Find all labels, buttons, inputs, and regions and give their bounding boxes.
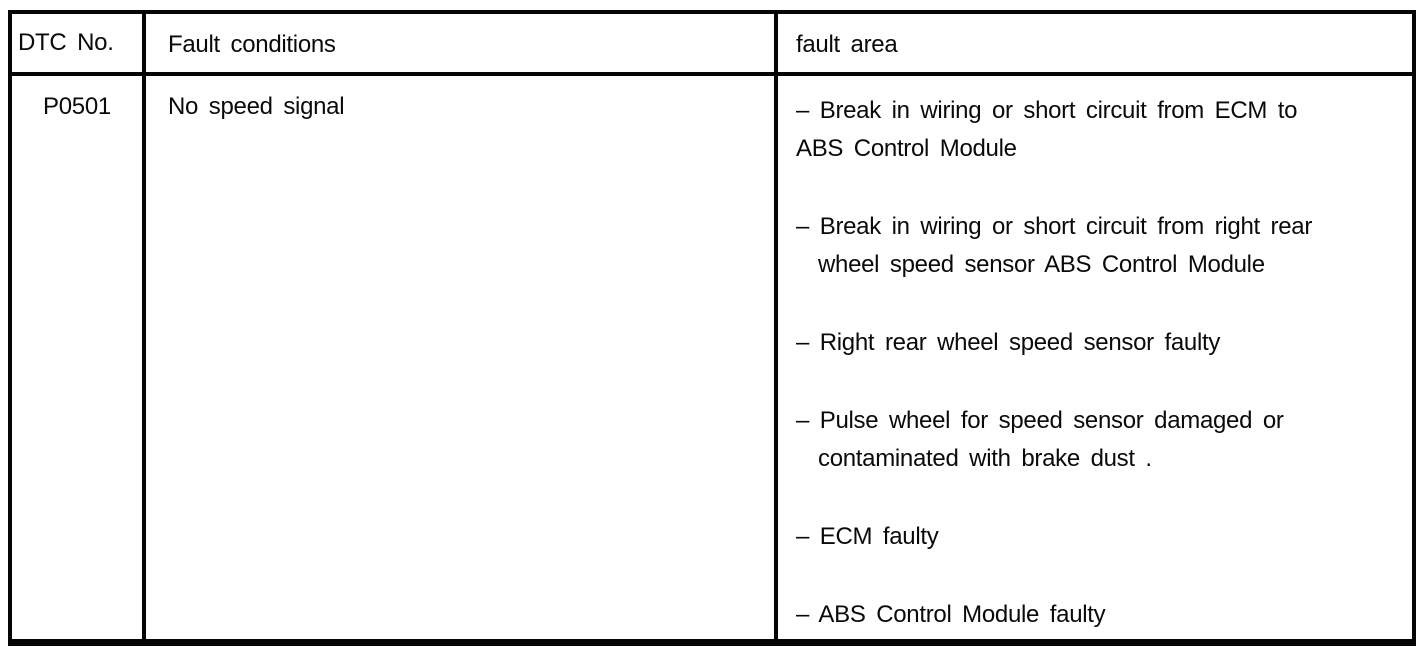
fault-area-line: – Pulse wheel for speed sensor damaged o… (796, 407, 1284, 434)
fault-area-line: contaminated with brake dust . (818, 445, 1152, 472)
fault-area-item: – ABS Control Module faulty (796, 596, 1400, 634)
fault-area-line: – ABS Control Module faulty (796, 601, 1106, 628)
fault-area-line: – Break in wiring or short circuit from … (796, 213, 1313, 240)
table-row: P0501 No speed signal – Break in wiring … (8, 72, 1416, 646)
column-header-fault-area: fault area (774, 10, 1416, 76)
fault-area-line: ABS Control Module (796, 135, 1017, 162)
column-header-dtc-no: DTC No. (8, 10, 146, 76)
fault-area-line: – Break in wiring or short circuit from … (796, 97, 1298, 124)
fault-area-item: – Break in wiring or short circuit from … (796, 92, 1400, 168)
fault-area-item: – Pulse wheel for speed sensor damaged o… (796, 402, 1400, 478)
fault-area-line: – Right rear wheel speed sensor faulty (796, 329, 1221, 356)
fault-area-cell: – Break in wiring or short circuit from … (774, 72, 1416, 646)
dtc-code-cell: P0501 (8, 72, 146, 646)
fault-area-item: – Break in wiring or short circuit from … (796, 208, 1400, 284)
dtc-table: DTC No. Fault conditions fault area P050… (8, 10, 1416, 646)
fault-area-item: – ECM faulty (796, 518, 1400, 556)
fault-area-line: – ECM faulty (796, 523, 939, 550)
fault-area-line: wheel speed sensor ABS Control Module (818, 251, 1265, 278)
column-header-fault-conditions: Fault conditions (142, 10, 778, 76)
fault-conditions-cell: No speed signal (142, 72, 778, 646)
fault-area-item: – Right rear wheel speed sensor faulty (796, 324, 1400, 362)
table-header-row: DTC No. Fault conditions fault area (8, 10, 1416, 76)
